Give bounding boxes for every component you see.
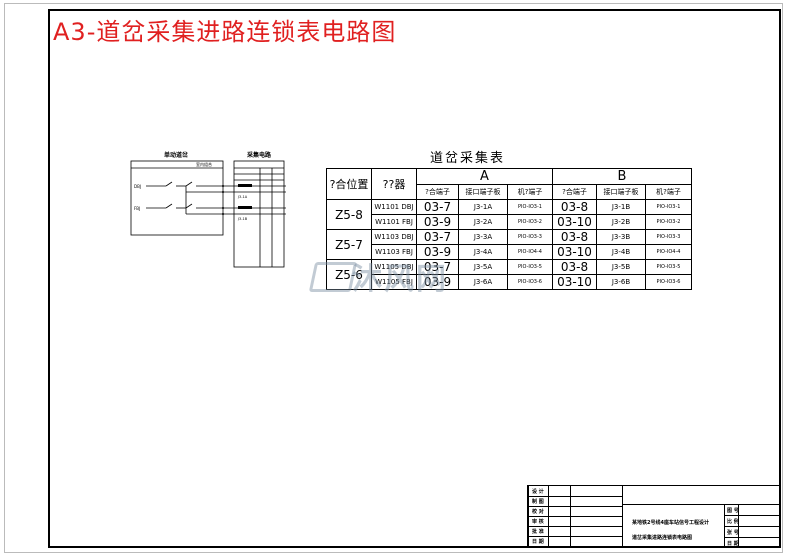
cabinet-cell: PIO-IO3-1	[645, 199, 692, 215]
position-cell: Z5-6	[326, 259, 372, 290]
header-group-a: A	[416, 168, 553, 185]
terminal-cell: 03-8	[552, 259, 597, 275]
header-b-col: 机?端子	[645, 184, 692, 200]
table-row: Z5-8 W1101 DBJ 03-7 J3-1A PIO-IO3-1 03-8…	[326, 199, 692, 230]
interface-cell: J3-2B	[596, 214, 646, 230]
cabinet-cell: PIO-IO3-5	[645, 259, 692, 275]
terminal-cell: 03-7	[416, 229, 459, 245]
tb-label: 日 期	[532, 539, 544, 545]
table-row: W1103 FBJ 03-9 J3-4A PIO-IO4-4 03-10 J3-…	[327, 244, 692, 260]
cabinet-cell: PIO-IO4-4	[507, 244, 553, 260]
left-box-title: 单动道岔	[164, 151, 189, 159]
table-title: 道岔采集表	[430, 151, 506, 166]
left-box-right-label: 室内组合	[196, 161, 212, 167]
interface-cell: J3-6A	[458, 274, 508, 290]
cabinet-cell: PIO-IO3-1	[507, 199, 553, 215]
cabinet-cell: PIO-IO3-2	[507, 214, 553, 230]
tb-label: 日 期	[727, 541, 739, 547]
header-position: ?合位置	[326, 168, 372, 200]
drawing-title: A3-道岔采集进路连锁表电路图	[53, 18, 397, 46]
tb-label: 图 号	[727, 508, 739, 514]
watermark-logo-icon	[308, 262, 358, 292]
schematic-label: FBJ	[134, 206, 140, 211]
cabinet-cell: PIO-IO3-5	[507, 259, 553, 275]
schematic-label: J3-1A	[237, 195, 248, 199]
header-a-col: 接口端子板	[458, 184, 508, 200]
header-a-col: ?合端子	[416, 184, 459, 200]
terminal-cell: 03-7	[416, 199, 459, 215]
terminal-cell: 03-10	[552, 274, 597, 290]
interface-cell: J3-5B	[596, 259, 646, 275]
cabinet-cell: PIO-IO3-6	[645, 274, 692, 290]
header-b-col: 接口端子板	[596, 184, 646, 200]
table-row: W1101 FBJ 03-9 J3-2A PIO-IO3-2 03-10 J3-…	[327, 214, 692, 230]
terminal-cell: 03-8	[552, 229, 597, 245]
header-b-col: ?合端子	[552, 184, 597, 200]
tb-label: 设 计	[532, 489, 544, 495]
table-row: Z5-6 W1105 DBJ 03-7 J3-5A PIO-IO3-5 03-8…	[326, 259, 692, 290]
tb-label: 校 对	[532, 509, 544, 515]
interface-cell: J3-2A	[458, 214, 508, 230]
interface-cell: J3-3B	[596, 229, 646, 245]
interface-cell: J3-1A	[458, 199, 508, 215]
watermark-text: 沐风网	[352, 262, 448, 297]
interface-cell: J3-4A	[458, 244, 508, 260]
tb-label: 比 例	[727, 519, 739, 525]
header-device: ??器	[371, 168, 417, 200]
cabinet-cell: PIO-IO3-3	[645, 229, 692, 245]
terminal-cell: 03-10	[552, 244, 597, 260]
position-cell: Z5-7	[326, 229, 372, 260]
terminal-cell: 03-10	[552, 214, 597, 230]
terminal-cell: 03-9	[416, 214, 459, 230]
device-cell: W1101 DBJ	[371, 199, 417, 215]
table-row: W1105 FBJ 03-9 J3-6A PIO-IO3-6 03-10 J3-…	[327, 274, 692, 290]
tb-label: 制 图	[532, 499, 544, 505]
schematic-label: DBJ	[134, 184, 141, 189]
cabinet-cell: PIO-IO3-2	[645, 214, 692, 230]
outer-border	[4, 3, 783, 553]
project-name: 某地铁2号线4座车站信号工程设计	[632, 520, 709, 526]
tb-label: 批 准	[532, 529, 544, 535]
terminal-cell: 03-8	[552, 199, 597, 215]
interface-cell: J3-3A	[458, 229, 508, 245]
header-group-b: B	[552, 168, 692, 185]
cabinet-cell: PIO-IO3-3	[507, 229, 553, 245]
schematic-label: J3-1B	[237, 217, 248, 221]
drawing-frame	[48, 9, 781, 548]
device-cell: W1101 FBJ	[371, 214, 417, 230]
interface-cell: J3-5A	[458, 259, 508, 275]
circuit-schematic: 单动道岔 室内组合 采集电路 DBJ FBJ J3-1A J3-1B	[130, 151, 286, 268]
right-box-title: 采集电路	[247, 151, 272, 159]
device-cell: W1103 DBJ	[371, 229, 417, 245]
title-block: 设 计 制 图 校 对 审 核 批 准 日 期 某地铁2号线4座车站信号工程设计…	[527, 485, 781, 548]
interface-cell: J3-6B	[596, 274, 646, 290]
drawing-name: 道岔采集进路连锁表电路图	[632, 535, 693, 541]
interface-cell: J3-4B	[596, 244, 646, 260]
header-a-col: 机?端子	[507, 184, 553, 200]
tb-label: 审 核	[532, 519, 544, 525]
interface-cell: J3-1B	[596, 199, 646, 215]
position-cell: Z5-8	[326, 199, 372, 230]
cabinet-cell: PIO-IO4-4	[645, 244, 692, 260]
switch-collection-table: ?合位置 ??器 A B ?合端子 接口端子板 机?端子 ?合端子 接口端子板 …	[326, 168, 692, 290]
cabinet-cell: PIO-IO3-6	[507, 274, 553, 290]
table-row: Z5-7 W1103 DBJ 03-7 J3-3A PIO-IO3-3 03-8…	[326, 229, 692, 260]
tb-label: 张 号	[727, 530, 739, 536]
